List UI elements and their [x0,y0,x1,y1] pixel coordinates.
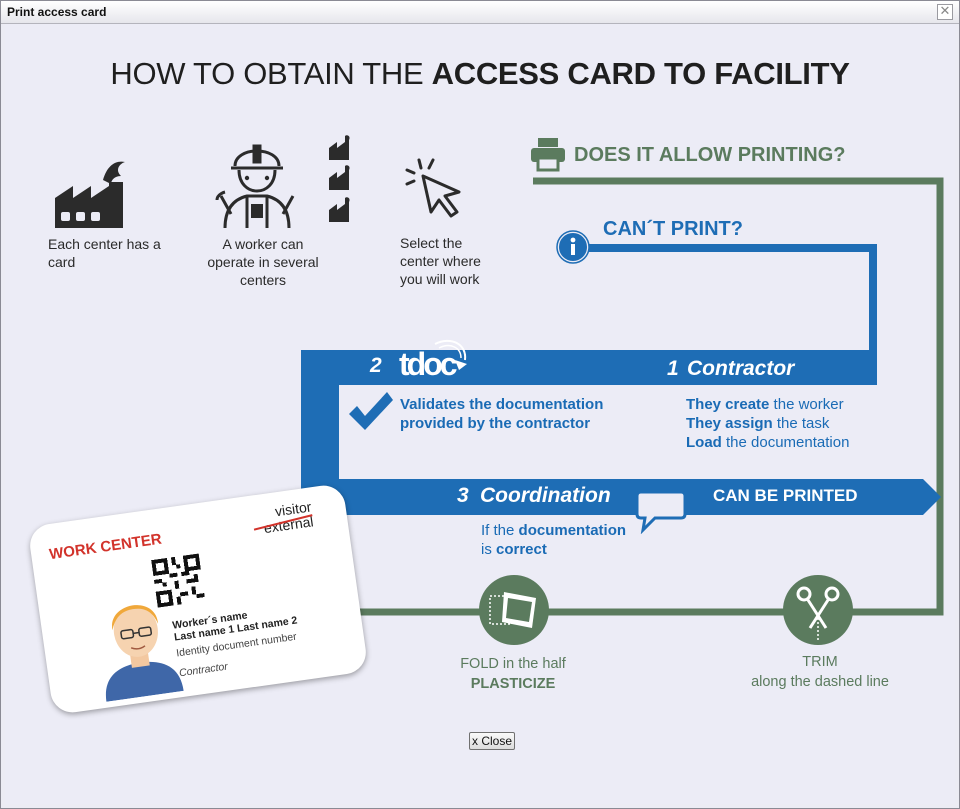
dialog-titlebar[interactable]: Print access card ✕ [1,1,959,24]
infographic: HOW TO OBTAIN THE ACCESS CARD TO FACILIT… [5,24,955,804]
scissors-icon [783,575,853,645]
card-text: Worker´s name Last name 1 Last name 2 Id… [171,609,299,680]
step1-number: 1 [667,357,679,380]
access-card-preview: WORK CENTER visitor external [27,482,369,716]
page-title: HOW TO OBTAIN THE ACCESS CARD TO FACILIT… [5,56,955,92]
step2-number: 2 [370,354,382,377]
tdoc-logo [434,339,467,370]
cant-print-label: CAN´T PRINT? [603,218,743,240]
trim-label: TRIM along the dashed line [751,654,889,690]
close-button[interactable]: x Close [469,732,515,750]
allow-printing-question: DOES IT ALLOW PRINTING? [574,144,846,166]
steps-band [301,350,877,385]
each-center-label: Each center has a card [48,236,161,270]
coordination-arrow [301,479,941,515]
title-normal: HOW TO OBTAIN THE [110,56,432,91]
cursor-click-icon [405,158,461,218]
fold-icon [479,575,549,645]
title-bold: ACCESS CARD TO FACILITY [431,56,850,91]
step3-title: Coordination [480,484,611,507]
card-work-center: WORK CENTER [48,530,163,564]
step3-number: 3 [457,484,469,507]
avatar [105,605,184,702]
step2-text: Validates the documentation provided by … [400,396,604,432]
worker-icon [215,144,295,229]
worker-label: A worker can operate in several centers [207,236,319,288]
factories-icon [329,135,350,222]
checkmark-icon [349,392,393,430]
chat-bubble-icon [635,490,687,534]
printer-icon [531,138,565,172]
info-icon [556,230,590,264]
select-center-label: Select the center where you will work [400,235,481,287]
can-be-printed-label: CAN BE PRINTED [713,486,858,505]
qr-code [151,553,205,608]
fold-label: FOLD in the half PLASTICIZE [460,656,566,692]
card-visitor-external: visitor external [262,498,315,537]
step1-title: Contractor [687,357,795,380]
step3-text: If the documentation is correct [481,522,627,558]
tdoc-logo-text: tdoc [399,346,458,382]
factory-icon [55,161,125,228]
dialog-title: Print access card [7,5,107,19]
close-icon[interactable]: ✕ [937,4,953,20]
step1-text: They create the worker They assign the t… [686,396,850,451]
